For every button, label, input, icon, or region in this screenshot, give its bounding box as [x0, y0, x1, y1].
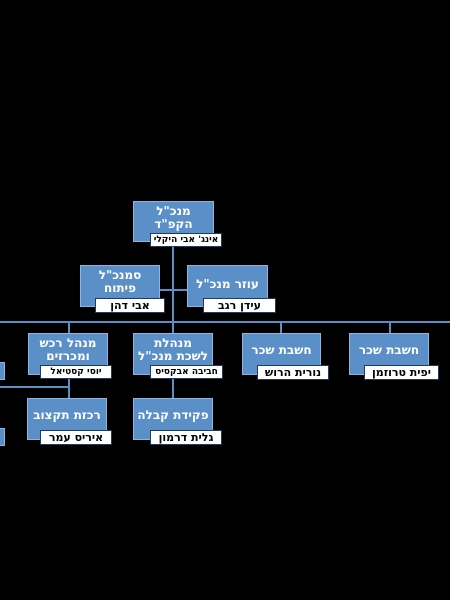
assistant-title: עוזר מנכ"ל: [196, 277, 259, 291]
connector-ceo-down: [172, 242, 174, 322]
accountant-1-title: חשבת שכר: [358, 343, 420, 357]
procurement-coordinator-name: איריס עמר: [40, 430, 112, 445]
deputy-dev-name: אבי דהן: [95, 298, 165, 313]
accountant-1-name: יפית טרוזמן: [364, 365, 439, 380]
assistant-name: עידן רגב: [203, 298, 276, 313]
connector-main-bus: [0, 321, 450, 323]
procurement-manager-title: מנהל רכש ומכרזים: [39, 336, 97, 363]
connector-drop-procurement: [68, 321, 70, 333]
connector-procurement-down: [68, 374, 70, 386]
office-manager-title: מנהלת לשכת מנכ"ל: [138, 336, 208, 363]
connector-drop-coordinator: [68, 386, 70, 398]
procurement-manager-name: יוסי קסטיאל: [40, 365, 112, 379]
office-manager-name: חביבה אבקסיס: [150, 365, 223, 379]
connector-office-to-receptionist: [172, 374, 174, 398]
ceo-name: אינג' אבי היקלי: [150, 233, 222, 247]
receptionist-name: גלית דרמון: [150, 430, 222, 445]
connector-deputy-branch: [159, 289, 187, 291]
accountant-2-name: נורית הרוש: [257, 365, 329, 380]
ceo-title: מנכ"ל הקפ"ד: [154, 204, 193, 231]
connector-drop-office-manager: [172, 321, 174, 333]
connector-drop-accountant-1: [389, 321, 391, 333]
connector-drop-accountant-2: [280, 321, 282, 333]
partial-node-left-1: [0, 362, 5, 380]
accountant-2-title: חשבת שכר: [251, 343, 312, 357]
connector-procurement-side: [0, 386, 70, 388]
receptionist-title: פקידת קבלה: [137, 408, 209, 422]
deputy-dev-title: סמנכ"ל פיתוח: [98, 268, 142, 295]
partial-node-left-2: [0, 428, 5, 446]
procurement-coordinator-title: רכזת תקצוב: [33, 408, 101, 422]
